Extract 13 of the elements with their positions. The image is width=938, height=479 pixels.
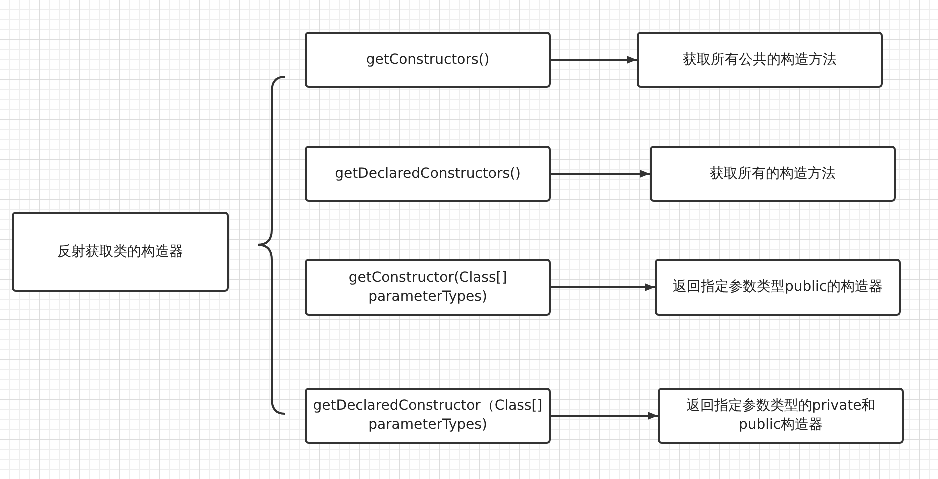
arrow xyxy=(551,412,658,420)
description-box: 获取所有的构造方法 xyxy=(650,146,896,202)
description-box: 获取所有公共的构造方法 xyxy=(637,32,883,88)
arrow xyxy=(551,170,650,178)
method-box: getDeclaredConstructors() xyxy=(305,146,551,202)
description-box: 返回指定参数类型的private和public构造器 xyxy=(658,388,904,444)
arrow xyxy=(551,56,637,64)
arrow xyxy=(551,284,655,292)
topic-box: 反射获取类的构造器 xyxy=(12,212,229,292)
method-box: getConstructors() xyxy=(305,32,551,88)
description-box: 返回指定参数类型public的构造器 xyxy=(655,259,901,316)
method-box: getDeclaredConstructor（Class[] parameterTypes) xyxy=(305,388,551,444)
method-box: getConstructor(Class[] parameterTypes) xyxy=(305,259,551,316)
